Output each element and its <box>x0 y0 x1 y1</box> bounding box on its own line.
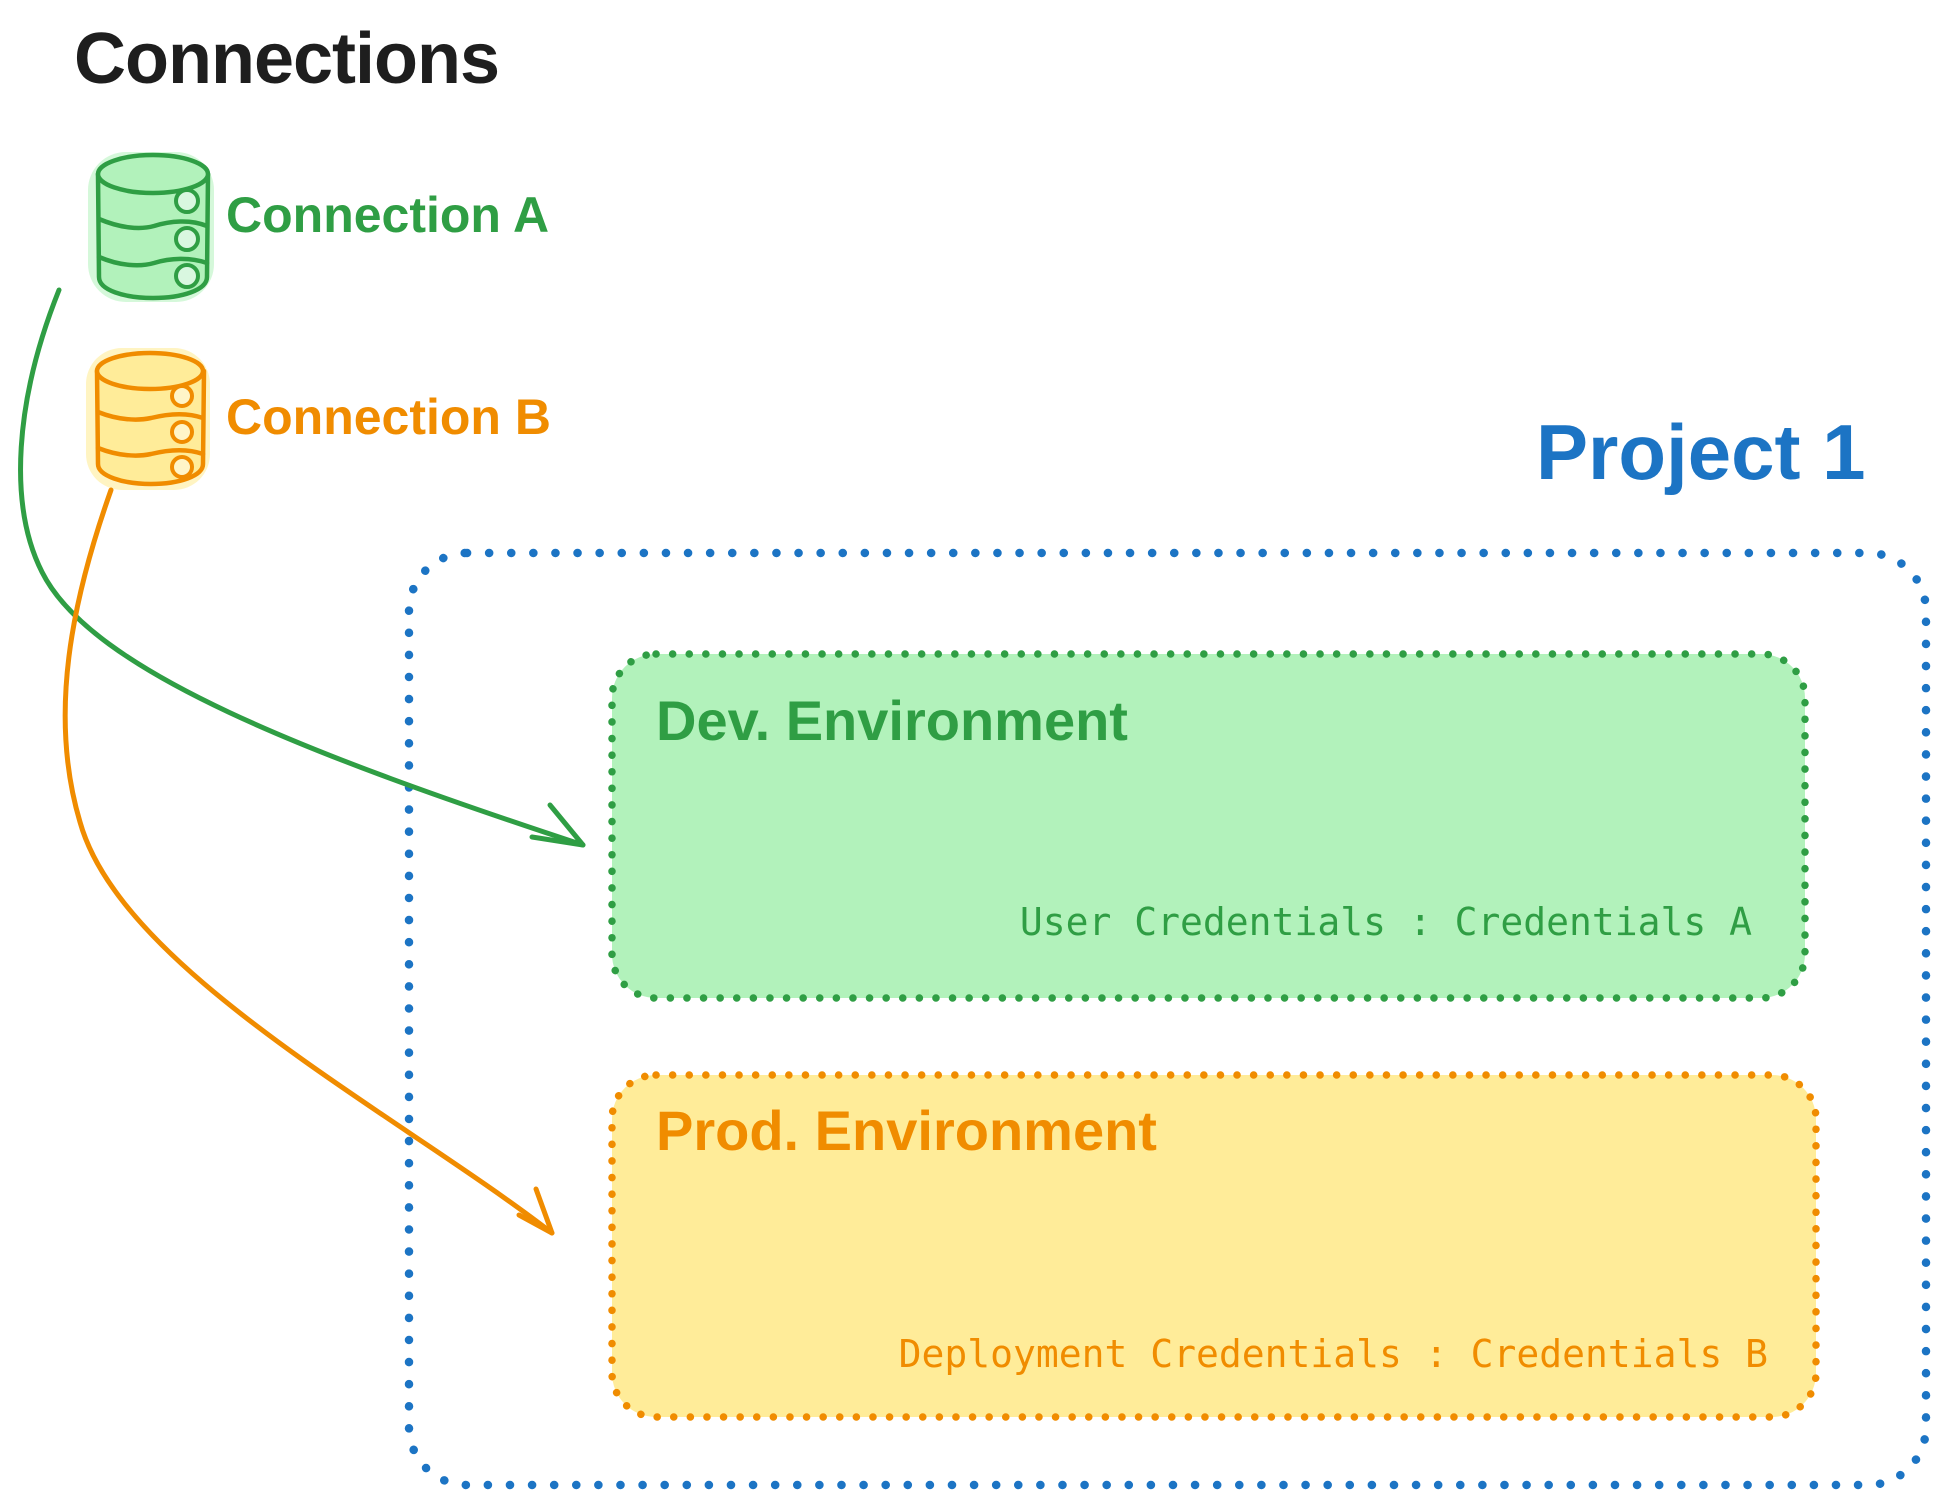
connection-a-to-dev-arrow <box>18 287 586 848</box>
prod-environment-title: Prod. Environment <box>656 1099 1157 1162</box>
dev-environment-credentials: User Credentials : Credentials A <box>1019 900 1752 944</box>
connection-b-label: Connection B <box>226 389 551 445</box>
connection-a-label: Connection A <box>226 187 550 243</box>
dev-environment-title: Dev. Environment <box>656 689 1128 752</box>
prod-environment-box <box>608 1071 1820 1421</box>
connection-b-database-icon <box>86 348 210 490</box>
arrowhead <box>516 1186 555 1236</box>
project-box-border <box>404 548 1931 1490</box>
project-title: Project 1 <box>1536 408 1866 496</box>
dev-environment-box <box>608 650 1809 1002</box>
prod-environment-credentials: Deployment Credentials : Credentials B <box>898 1332 1768 1376</box>
connections-title: Connections <box>74 19 500 99</box>
connection-b-to-prod-arrow <box>62 487 555 1236</box>
arrowhead <box>529 802 586 848</box>
connection-a-database-icon <box>88 152 214 302</box>
